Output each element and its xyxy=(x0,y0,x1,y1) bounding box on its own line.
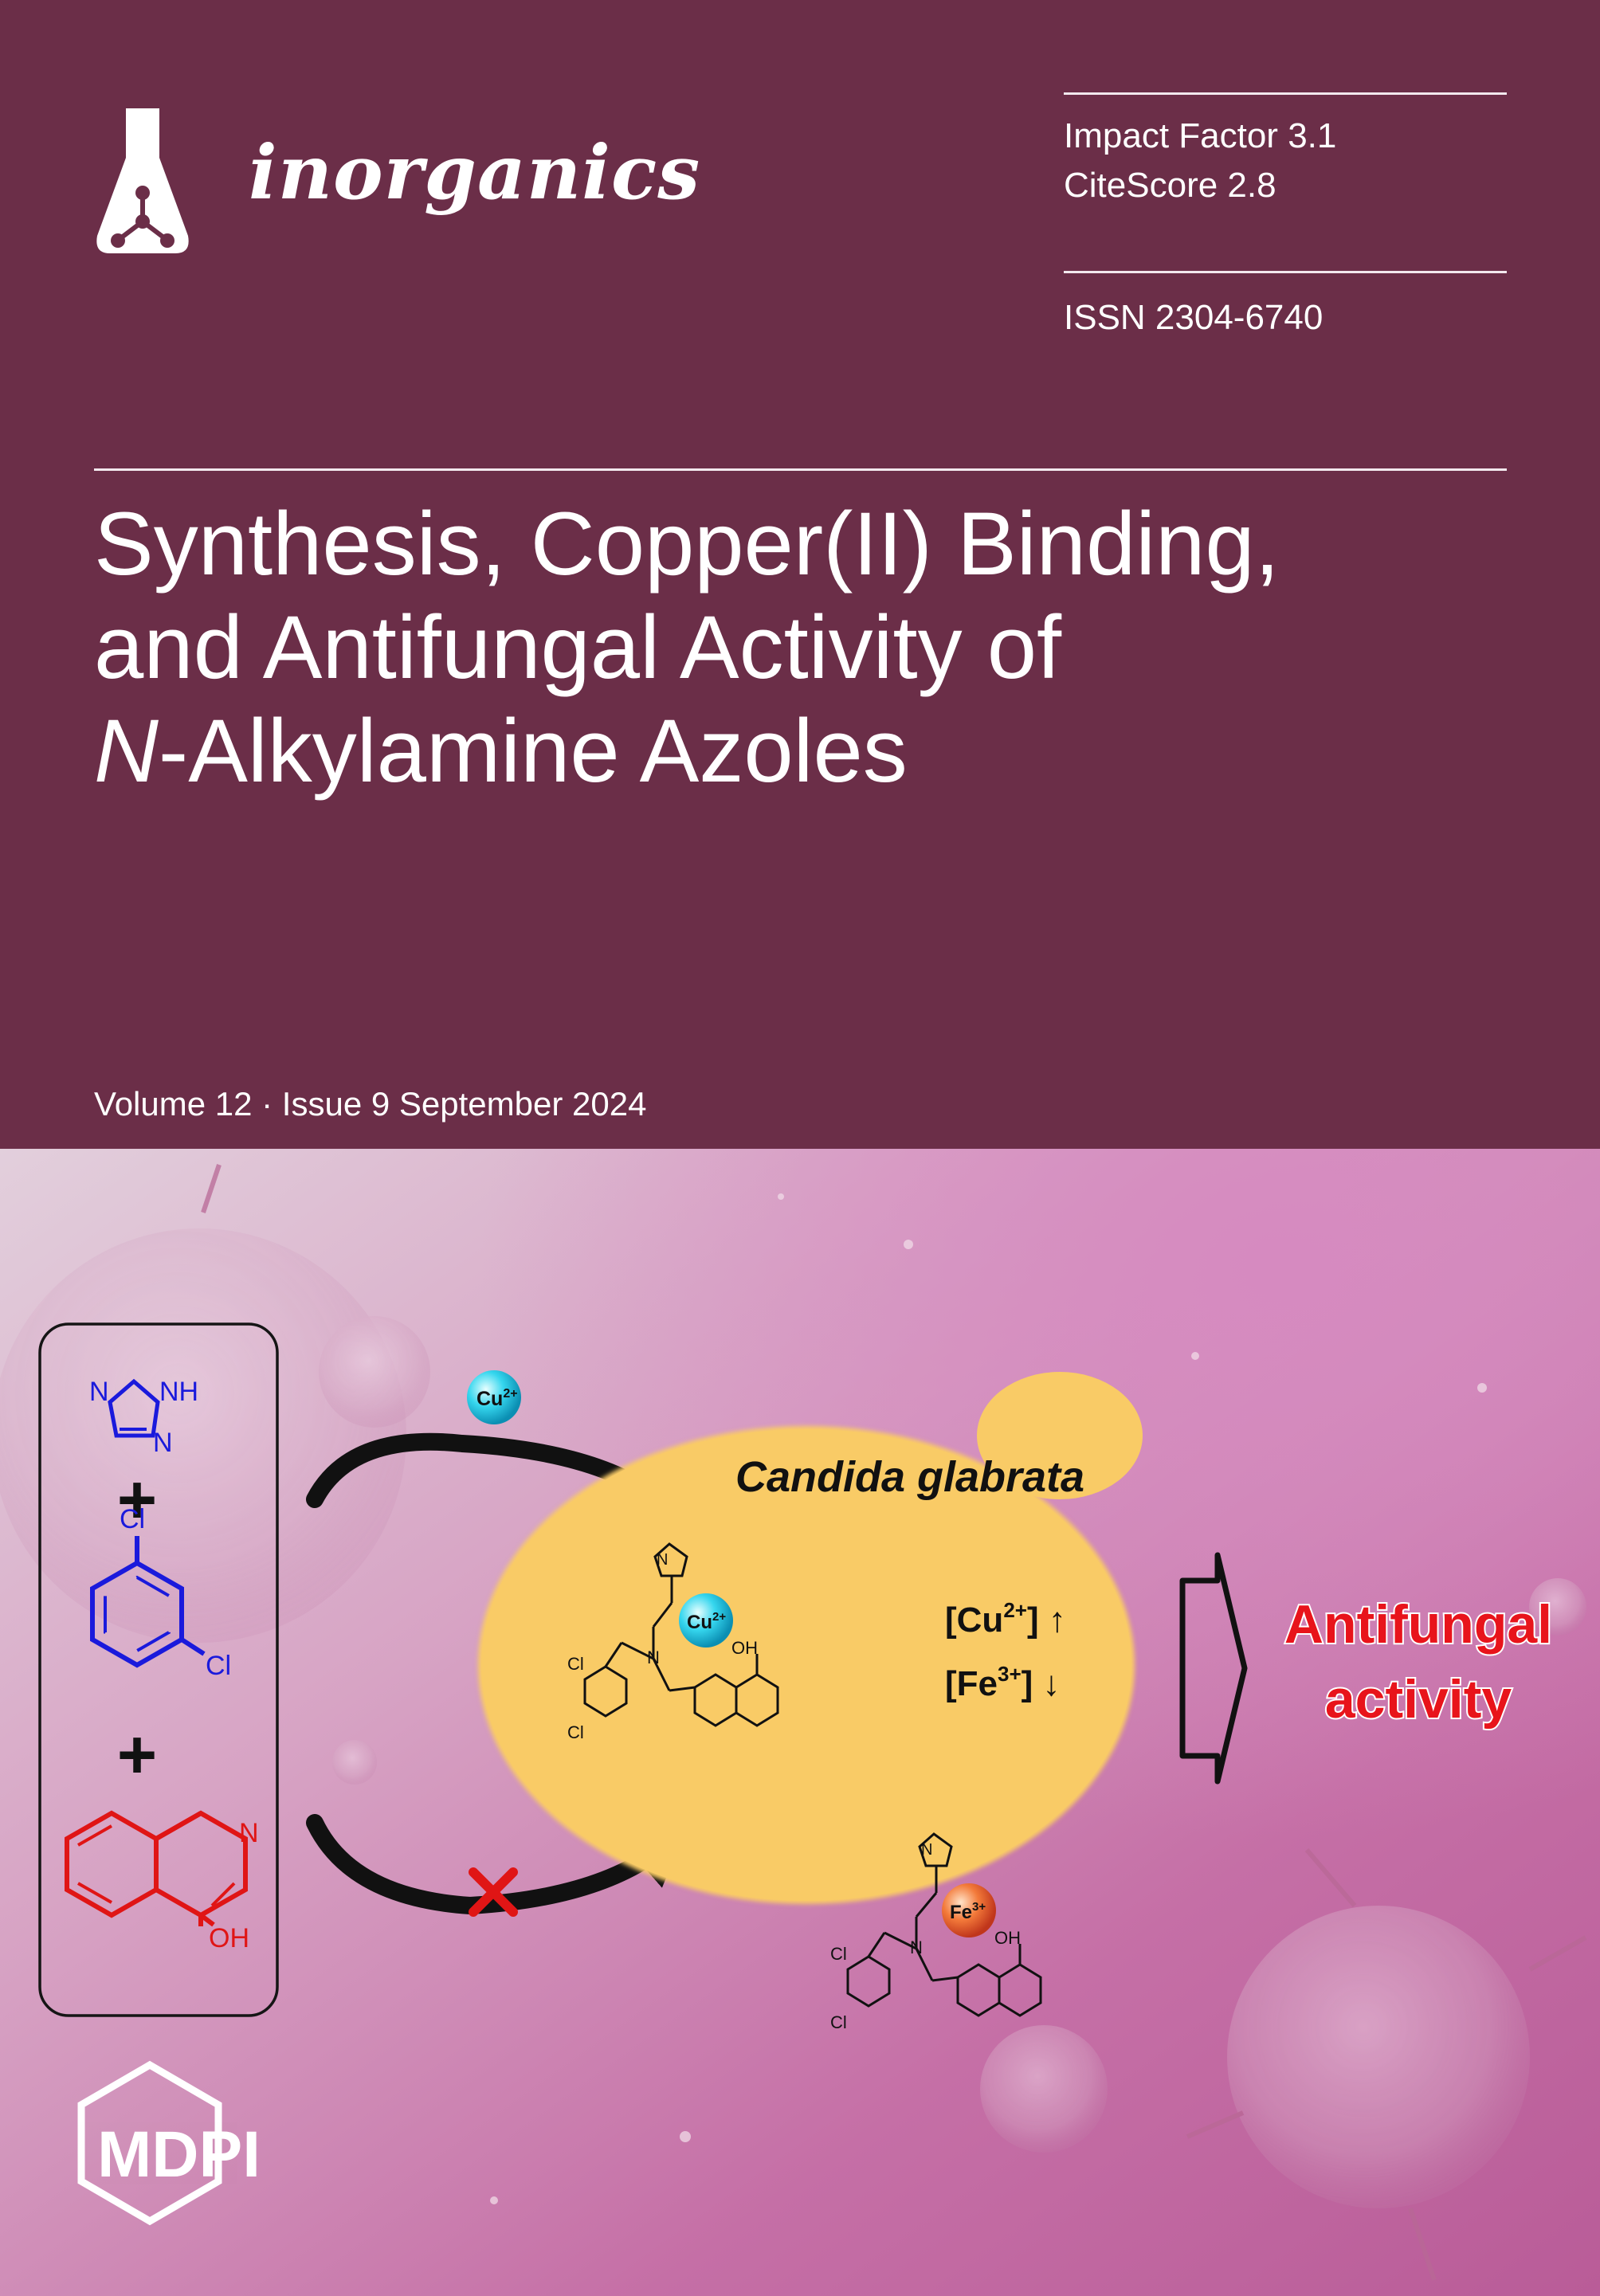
complex-cl-label-1: Cl xyxy=(567,1654,584,1674)
copper-ion-charge: 2+ xyxy=(503,1387,517,1401)
title-line-1: Synthesis, Copper(II) Binding, xyxy=(94,494,1280,594)
organism-name: Candida glabrata xyxy=(735,1453,1084,1501)
title-rule xyxy=(94,468,1507,471)
result-line-1: Antifungal xyxy=(1284,1594,1552,1655)
fe-level-text: [Fe xyxy=(945,1664,998,1703)
svg-text:Cu2+: Cu2+ xyxy=(687,1610,726,1633)
svg-text:Cu2+: Cu2+ xyxy=(476,1387,518,1410)
publisher-name: MDPI xyxy=(97,2118,261,2191)
fe-complex-amine-n-label: N xyxy=(910,1937,923,1957)
hydroxyquinoline-structure: N OH xyxy=(65,1810,259,1953)
cu-level-close: ] ↑ xyxy=(1027,1601,1066,1640)
metrics-top-rule xyxy=(1064,92,1507,95)
impact-factor: Impact Factor 3.1 xyxy=(1064,116,1337,155)
article-title: Synthesis, Copper(II) Binding, and Antif… xyxy=(94,492,1528,803)
svg-text:[Fe3+] ↓: [Fe3+] ↓ xyxy=(945,1662,1061,1703)
graphical-abstract: N NH N + Cl Cl + N OH xyxy=(0,1149,1600,2296)
title-italic-n: N xyxy=(94,701,159,801)
cl-label-top: Cl xyxy=(120,1504,145,1534)
iron-complex-labels: N N Cl Cl OH Fe3+ xyxy=(830,1841,1021,2032)
blocked-cross-icon xyxy=(469,1867,518,1917)
cu-level-text: [Cu xyxy=(945,1601,1003,1640)
dichlorobenzene-structure: Cl Cl xyxy=(90,1504,231,1681)
complex-iron-label: Fe xyxy=(950,1902,972,1923)
title-line-3-rest: -Alkylamine Azoles xyxy=(158,701,908,801)
fe-level-charge: 3+ xyxy=(998,1662,1022,1686)
cu-level-charge: 2+ xyxy=(1003,1598,1027,1622)
citescore: CiteScore 2.8 xyxy=(1064,166,1276,205)
plus-sign-1: + xyxy=(117,1462,157,1538)
fe-complex-cl-label-1: Cl xyxy=(830,1944,847,1964)
complex-iron-charge: 3+ xyxy=(972,1900,986,1914)
copper-ion-label: Cu xyxy=(476,1388,503,1410)
copper-ion: Cu2+ xyxy=(467,1370,521,1424)
complex-copper-ball xyxy=(679,1593,733,1648)
result-text: Antifungal activity xyxy=(1283,1593,1554,1731)
complex-n-label: N xyxy=(657,1551,668,1569)
plus-sign-2: + xyxy=(117,1717,157,1793)
issue-info: Volume 12 · Issue 9 September 2024 xyxy=(94,1085,647,1123)
candida-cell: Candida glabrata xyxy=(478,1372,1143,1904)
fe-level-close: ] ↓ xyxy=(1022,1664,1061,1703)
copper-complex-structure xyxy=(583,1542,779,1727)
svg-text:Fe3+: Fe3+ xyxy=(950,1900,986,1923)
copper-complex-labels: N N Cl Cl OH Cu2+ xyxy=(567,1551,758,1742)
triazole-nh-label: NH xyxy=(159,1377,198,1407)
journal-name: inorganics xyxy=(249,129,701,217)
quinoline-n-label: N xyxy=(239,1818,259,1848)
complex-copper-label: Cu xyxy=(687,1612,712,1633)
issn: ISSN 2304-6740 xyxy=(1064,298,1324,337)
complex-iron-ball xyxy=(942,1883,996,1937)
cover-header: inorganics Impact Factor 3.1 CiteScore 2… xyxy=(94,92,1528,1123)
triazole-n2-label: N xyxy=(153,1428,173,1458)
result-arrow-icon xyxy=(1179,1552,1248,1785)
complex-cl-label-2: Cl xyxy=(567,1722,584,1742)
quinoline-oh-label: OH xyxy=(209,1923,249,1953)
fe-complex-cl-label-2: Cl xyxy=(830,2012,847,2032)
result-line-2: activity xyxy=(1325,1669,1512,1730)
complex-amine-n-label: N xyxy=(647,1648,660,1667)
complex-oh-label: OH xyxy=(731,1638,758,1658)
iron-complex-structure xyxy=(846,1832,1042,2017)
fe-complex-oh-label: OH xyxy=(994,1928,1021,1948)
triazole-n-label: N xyxy=(89,1377,109,1407)
svg-text:[Cu2+] ↑: [Cu2+] ↑ xyxy=(945,1598,1066,1640)
cl-label-bottom: Cl xyxy=(206,1651,231,1681)
virus-particles-decoration xyxy=(0,1164,1587,2281)
flask-logo-icon xyxy=(96,108,189,253)
complex-copper-charge: 2+ xyxy=(712,1610,726,1624)
title-line-2: and Antifungal Activity of xyxy=(94,598,1062,697)
fe-complex-n-label: N xyxy=(921,1841,932,1859)
title-line-3: N-Alkylamine Azoles xyxy=(94,699,1528,803)
triazole-structure: N NH N xyxy=(89,1377,198,1458)
bottom-reaction-arrow xyxy=(306,1814,688,1915)
mdpi-logo: MDPI xyxy=(77,2060,261,2226)
metrics-bottom-rule xyxy=(1064,271,1507,273)
reactants-box xyxy=(38,1322,279,2017)
